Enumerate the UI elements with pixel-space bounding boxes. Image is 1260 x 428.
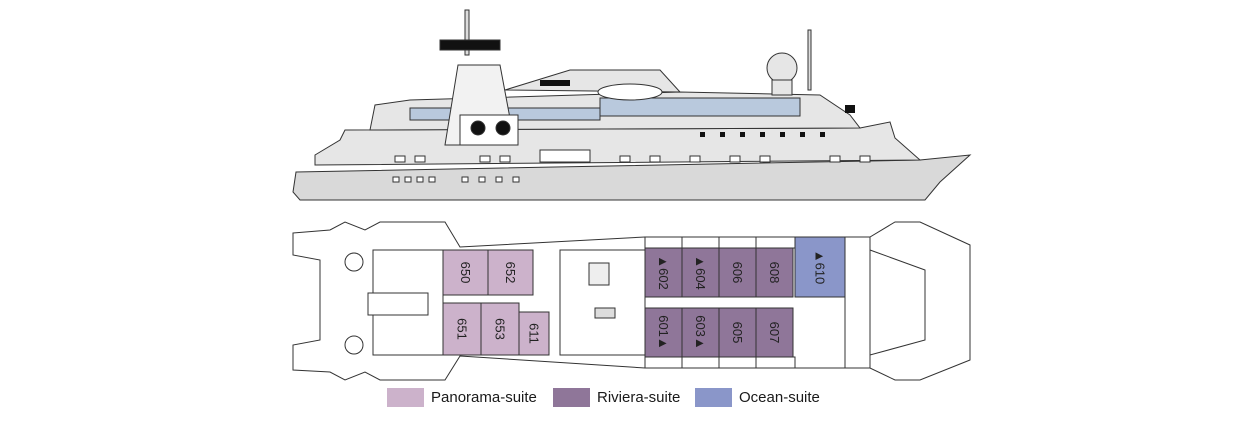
hull	[292, 154, 972, 201]
tender-boat	[439, 39, 501, 51]
cabin-number: 652	[503, 262, 518, 284]
cabin-number: 603▲	[693, 315, 708, 350]
legend-item-riviera: Riviera-suite	[553, 386, 680, 408]
cabin-653[interactable]	[480, 302, 520, 356]
porthole	[470, 120, 486, 136]
cabin-604[interactable]	[681, 247, 720, 298]
legend-label: Riviera-suite	[597, 388, 681, 406]
cabin-number: 605	[730, 322, 745, 344]
legend-swatch	[695, 387, 732, 407]
legend-label: Ocean-suite	[739, 388, 820, 406]
legend-swatch	[387, 387, 424, 407]
legend-swatch	[553, 387, 590, 407]
cabin-607[interactable]	[755, 307, 794, 358]
cabin-611[interactable]	[518, 311, 550, 356]
cabin-number: 611	[527, 323, 542, 344]
cabin-number: 601▲	[656, 315, 671, 350]
cabin-610[interactable]	[794, 236, 846, 298]
cabin-number: 653	[493, 318, 508, 340]
cabins: 650 652 651 653 611 ▲602 ▲604 606 608 ▲610 601▲ 603…	[442, 236, 846, 358]
cabin-number: ▲604	[693, 255, 708, 290]
deck-plan	[292, 221, 971, 381]
cabin-602[interactable]	[644, 247, 683, 298]
cabin-number: 651	[455, 318, 470, 340]
tender-boat	[597, 83, 663, 101]
legend-label: Panorama-suite	[431, 388, 537, 406]
porthole	[495, 120, 511, 136]
cabin-601[interactable]	[644, 307, 683, 358]
cabin-650[interactable]	[442, 249, 489, 296]
cabin-number: ▲610	[813, 250, 828, 285]
cabin-number: 606	[730, 262, 745, 284]
cabin-652[interactable]	[487, 249, 534, 296]
radar-dome	[766, 52, 798, 84]
cabin-606[interactable]	[718, 247, 757, 298]
cabin-603[interactable]	[681, 307, 720, 358]
radar-base	[771, 79, 793, 96]
cabin-number: 608	[767, 262, 782, 284]
window-band	[599, 97, 801, 117]
mast-aft	[807, 29, 812, 91]
ship-profile	[292, 9, 972, 201]
cabin-605[interactable]	[718, 307, 757, 358]
cabin-608[interactable]	[755, 247, 794, 298]
cabin-651[interactable]	[442, 302, 482, 356]
cabin-number: ▲602	[656, 255, 671, 290]
mast	[464, 9, 470, 56]
cabin-number: 607	[767, 322, 782, 344]
legend-item-ocean: Ocean-suite	[695, 386, 820, 408]
legend-item-panorama: Panorama-suite	[387, 386, 537, 408]
cabin-number: 650	[458, 262, 473, 284]
bow-area	[869, 249, 926, 356]
